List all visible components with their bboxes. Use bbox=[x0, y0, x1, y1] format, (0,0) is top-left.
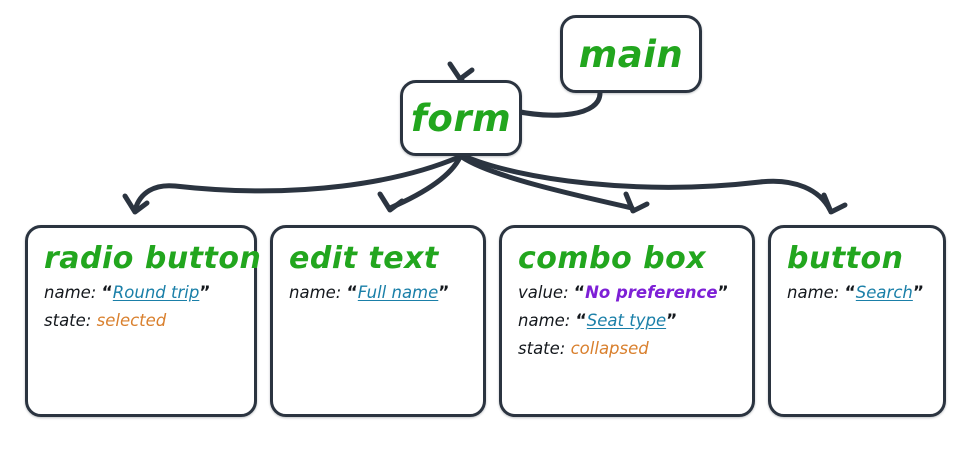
attribute-key: state: bbox=[44, 311, 92, 331]
attribute-list: name: “Round trip” state: selected bbox=[42, 283, 240, 331]
node-combo-box[interactable]: combo box value: “No preference” name: “… bbox=[499, 225, 755, 417]
arrowhead-form bbox=[447, 61, 475, 82]
quote-close: ” bbox=[199, 283, 211, 303]
attribute-value: collapsed bbox=[570, 339, 649, 359]
attribute-value: Search bbox=[855, 283, 913, 302]
node-radio-button-title: radio button bbox=[44, 241, 262, 276]
attribute-key: name: bbox=[44, 283, 97, 302]
node-combo-box-title: combo box bbox=[518, 241, 707, 276]
arrowhead-edit-text bbox=[377, 191, 405, 213]
attribute-key: value: bbox=[518, 283, 569, 302]
node-edit-text-title: edit text bbox=[289, 241, 439, 276]
node-button-title: button bbox=[787, 241, 904, 276]
node-button[interactable]: button name: “Search” bbox=[768, 225, 946, 417]
attribute-key: state: bbox=[518, 339, 566, 359]
attribute-row: name: “Seat type” bbox=[518, 311, 738, 332]
arrowhead-button bbox=[821, 192, 848, 215]
attribute-value: Round trip bbox=[112, 283, 200, 302]
quote-open: “ bbox=[575, 311, 587, 332]
node-form[interactable]: form bbox=[400, 80, 522, 156]
node-main[interactable]: main bbox=[560, 15, 702, 93]
edge-form-to-radio-button bbox=[132, 154, 462, 213]
node-form-title: form bbox=[410, 96, 512, 140]
edge-form-to-button bbox=[461, 153, 833, 213]
attribute-key: name: bbox=[787, 283, 840, 302]
attribute-row: name: “Full name” bbox=[289, 283, 469, 303]
quote-open: “ bbox=[101, 283, 113, 303]
edge-form-to-combo-box bbox=[459, 154, 635, 211]
quote-open: “ bbox=[844, 283, 856, 303]
attribute-row: state: collapsed bbox=[518, 339, 738, 359]
arrowhead-combo-box bbox=[623, 191, 650, 214]
node-main-title: main bbox=[578, 32, 684, 76]
edge-form-to-edit-text bbox=[387, 154, 463, 211]
quote-close: ” bbox=[438, 283, 450, 303]
node-radio-button[interactable]: radio button name: “Round trip” state: s… bbox=[25, 225, 262, 417]
attribute-value: No preference bbox=[585, 283, 718, 302]
arrowhead-radio-button bbox=[122, 193, 150, 215]
quote-open: “ bbox=[346, 283, 358, 303]
attribute-list: name: “Search” bbox=[785, 283, 929, 303]
attribute-value: Seat type bbox=[586, 311, 667, 331]
quote-close: ” bbox=[912, 283, 925, 303]
quote-open: “ bbox=[573, 283, 586, 303]
attribute-key: name: bbox=[289, 283, 342, 302]
attribute-list: name: “Full name” bbox=[287, 283, 469, 303]
attribute-list: value: “No preference” name: “Seat type”… bbox=[516, 283, 738, 359]
attribute-row: name: “Search” bbox=[787, 283, 929, 303]
attribute-value: selected bbox=[96, 311, 167, 331]
attribute-key: name: bbox=[518, 311, 571, 331]
quote-close: ” bbox=[717, 283, 729, 303]
node-edit-text[interactable]: edit text name: “Full name” bbox=[270, 225, 486, 417]
attribute-row: value: “No preference” bbox=[518, 283, 738, 303]
attribute-row: name: “Round trip” bbox=[44, 283, 240, 303]
attribute-row: state: selected bbox=[44, 311, 240, 331]
attribute-value: Full name bbox=[357, 283, 439, 302]
quote-close: ” bbox=[666, 311, 678, 332]
